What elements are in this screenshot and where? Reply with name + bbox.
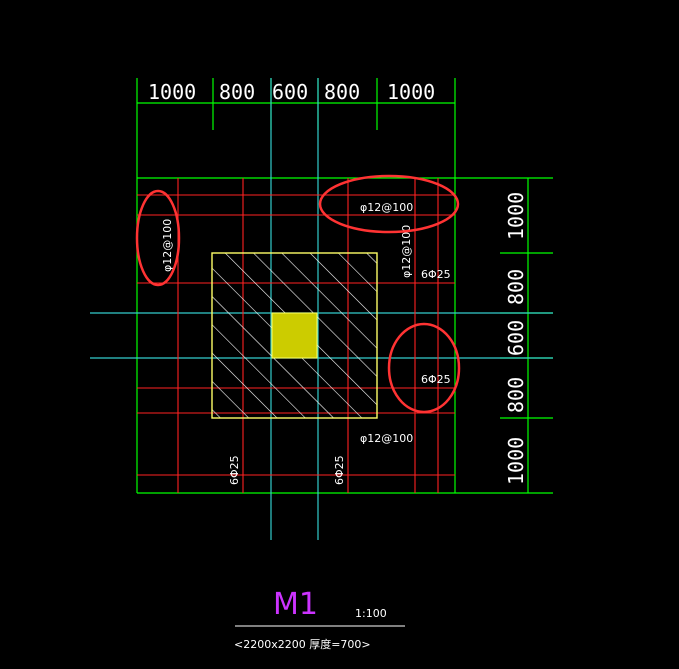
rebar-label-bottom-center-6phi25: 6Φ25	[333, 455, 346, 485]
drawing-title: M1	[273, 587, 318, 622]
top-dim-4: 800	[324, 80, 360, 104]
right-dim-1: 1000	[504, 192, 528, 240]
right-dim-3: 600	[504, 320, 528, 356]
right-dim-4: 800	[504, 377, 528, 413]
drawing-scale: 1:100	[355, 607, 387, 620]
right-dim-5: 1000	[504, 437, 528, 485]
rebar-label-left-vertical: φ12@100	[161, 219, 174, 272]
rebar-label-top-right: φ12@100	[360, 201, 413, 214]
top-dimension-lines	[136, 78, 553, 494]
highlight-circle-right	[387, 322, 461, 414]
top-dim-3: 600	[272, 80, 308, 104]
rebar-label-right-6phi25: 6Φ25	[421, 373, 451, 386]
highlight-circles	[135, 174, 461, 414]
top-dim-5: 1000	[387, 80, 435, 104]
rebar-label-bottom-phi12: φ12@100	[360, 432, 413, 445]
drawing-subtitle: <2200x2200 厚度=700>	[234, 637, 371, 651]
highlight-circle-left	[135, 189, 181, 287]
top-dim-2: 800	[219, 80, 255, 104]
right-dim-2: 800	[504, 269, 528, 305]
column	[271, 312, 318, 359]
rebar-label-bottom-left-6phi25: 6Φ25	[228, 455, 241, 485]
highlight-circle-top-right	[318, 174, 460, 234]
rebar-label-upper-right-6phi25: 6Φ25	[421, 268, 451, 281]
rebar-label-mid-right-vertical: φ12@100	[400, 225, 413, 278]
top-dim-1: 1000	[148, 80, 196, 104]
